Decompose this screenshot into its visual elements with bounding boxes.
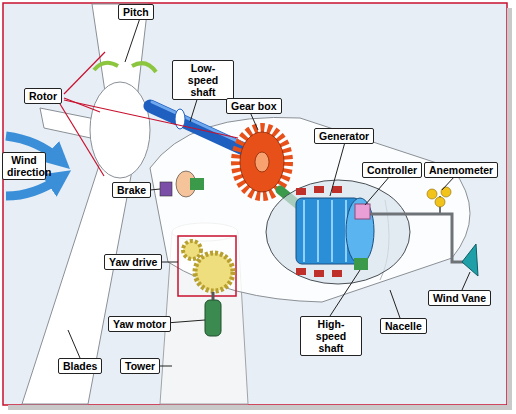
gearbox-gear [240, 132, 284, 192]
leader-line [60, 104, 104, 176]
leader-line [64, 98, 100, 112]
stator-coil [314, 270, 324, 277]
yaw-gear [195, 253, 233, 291]
leader-line [442, 176, 455, 190]
wind-arrow [6, 178, 60, 196]
yaw-motor-body [205, 300, 221, 336]
anemometer-cup [427, 189, 437, 199]
stator-coil [296, 188, 306, 195]
generator-output-shaft [354, 258, 368, 270]
part-label: Tower [120, 358, 160, 374]
instrument-mast [368, 214, 475, 262]
leader-line [160, 366, 172, 367]
pitch-arrow [132, 63, 156, 72]
yaw-drive-box [178, 236, 236, 296]
rotor-stripe [317, 200, 319, 262]
leader-line [160, 262, 178, 263]
part-label: Yaw drive [104, 254, 162, 270]
leader-line [330, 142, 345, 196]
part-label: Low-speed shaft [172, 60, 234, 100]
part-label: Gear box [226, 98, 282, 114]
leader-line [365, 176, 390, 205]
frame-shadow [507, 8, 512, 408]
leader-line [330, 270, 360, 316]
part-label: Controller [362, 162, 422, 178]
part-label: Blades [58, 358, 102, 374]
brake-hub [190, 178, 204, 190]
leader-line [68, 330, 80, 358]
gear-center [255, 152, 269, 172]
controller-box [355, 204, 370, 219]
generator-housing [266, 180, 410, 284]
pitch-arrow [94, 63, 118, 70]
frame-shadow [8, 405, 512, 410]
anemometer-cup [441, 187, 451, 197]
stator-coil [314, 186, 324, 193]
leader-line [390, 290, 400, 318]
rotor-hub [90, 82, 150, 178]
stator-coil [332, 270, 342, 277]
rotor-stripe [331, 200, 333, 262]
part-label: Nacelle [380, 318, 427, 334]
yaw-pinion [183, 241, 201, 259]
part-label: Brake [112, 182, 151, 198]
stator-coil [296, 268, 306, 275]
leader-line [64, 100, 238, 138]
rotor-stripe [303, 200, 305, 262]
leader-line [166, 320, 205, 323]
stator-coil [332, 186, 342, 193]
generator-end [346, 198, 374, 264]
part-label: High-speed shaft [300, 316, 362, 356]
yaw-motor-shaft [212, 292, 215, 300]
brake-caliper [160, 182, 172, 196]
part-label: Rotor [24, 88, 62, 104]
part-label: Wind direction [2, 152, 46, 180]
part-label: Pitch [118, 4, 154, 20]
leader-line [64, 52, 105, 94]
part-label: Anemometer [424, 162, 498, 178]
leader-line [150, 189, 160, 190]
leader-line [125, 18, 140, 62]
leader-line [462, 272, 470, 290]
wind-vane-fin [462, 244, 478, 276]
frame [3, 3, 507, 405]
nacelle-housing [150, 117, 470, 302]
part-label: Wind Vane [428, 290, 491, 306]
leader-line [250, 112, 258, 130]
part-label: Generator [314, 128, 374, 144]
part-label: Yaw motor [108, 316, 171, 332]
anemometer-cup [435, 197, 445, 207]
